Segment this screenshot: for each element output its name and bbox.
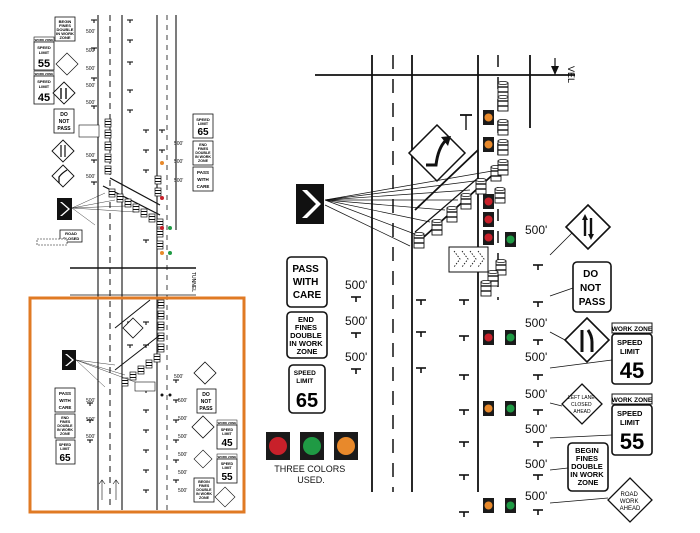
pass-with-care-sign: PASS WITH CARE: [287, 257, 327, 307]
signal-color-legend: THREE COLORS USED.: [266, 432, 358, 485]
amber-signal-icon: [483, 110, 494, 125]
svg-text:PASSWITHCARE: PASSWITHCARE: [197, 170, 210, 189]
svg-text:TUNNEL: TUNNEL: [190, 272, 196, 292]
svg-text:500': 500': [178, 416, 187, 422]
green-signal-icon: [300, 432, 324, 460]
vel-marker: VEL: [551, 58, 576, 83]
red-signal-icon: [483, 212, 494, 227]
lane-tick-marks: [351, 265, 543, 517]
svg-text:WORK ZONE: WORK ZONE: [218, 455, 237, 459]
svg-text:SPEEDLIMIT45: SPEEDLIMIT45: [37, 79, 51, 104]
svg-text:500': 500': [86, 174, 95, 180]
green-signal-icon: [505, 401, 516, 416]
speed-limit-65-sign: SPEED LIMIT 65: [289, 362, 325, 413]
overview-signals: [160, 161, 172, 397]
lane-ends-sign: [565, 318, 609, 362]
svg-text:WORK ZONE: WORK ZONE: [35, 72, 54, 76]
svg-text:WORK ZONE: WORK ZONE: [35, 38, 54, 42]
red-signal-icon: [483, 330, 494, 345]
svg-text:SPEEDLIMIT65: SPEEDLIMIT65: [196, 117, 210, 138]
left-lane-closed-sign: LEFT LANE CLOSED AHEAD: [562, 384, 602, 424]
green-signal-icon: [505, 498, 516, 513]
road-work-ahead-sign: ROAD WORK AHEAD: [608, 478, 652, 522]
overview-tick-marks: [87, 20, 179, 493]
distance-label: 500': [525, 223, 547, 237]
distance-label: 500': [525, 422, 547, 436]
amber-signal-icon: [483, 137, 494, 152]
svg-text:SPEEDLIMIT65: SPEEDLIMIT65: [59, 443, 72, 464]
curve-warning-sign: [409, 115, 472, 181]
amber-signal-icon: [483, 401, 494, 416]
distance-label: 500': [345, 278, 367, 292]
svg-text:500': 500': [86, 83, 95, 89]
distance-label: 500': [525, 457, 547, 471]
svg-text:PASS WITH CARE: PASS WITH CARE: [292, 264, 321, 301]
distance-label: 500': [525, 489, 547, 503]
svg-text:SPEED LIMIT 45: SPEED LIMIT 45: [617, 332, 647, 383]
arrow-board-icon: [449, 247, 488, 272]
red-signal-icon: [266, 432, 290, 460]
svg-text:WORK ZONE: WORK ZONE: [218, 421, 237, 425]
distance-label: 500': [345, 350, 367, 364]
do-not-pass-sign: DO NOT PASS: [573, 262, 611, 312]
legend-caption: THREE COLORS USED.: [274, 464, 348, 485]
green-signal-icon: [505, 232, 516, 247]
distance-label: 500': [525, 387, 547, 401]
highlight-frame: PASSWITHCARE ENDFINESDOUBLEIN WORKZONE S…: [30, 298, 244, 512]
svg-text:VEL: VEL: [566, 66, 576, 83]
distance-label: 500': [525, 350, 547, 364]
overview-drums: [105, 119, 164, 386]
amber-signal-icon: [334, 432, 358, 460]
svg-text:SPEEDLIMIT45: SPEEDLIMIT45: [221, 428, 234, 449]
speed-limit-55-sign: WORK ZONE SPEED LIMIT 55: [612, 394, 653, 455]
green-signal-icon: [505, 330, 516, 345]
svg-text:500': 500': [174, 159, 183, 165]
two-way-traffic-sign: [566, 205, 610, 249]
svg-text:500': 500': [86, 29, 95, 35]
distance-label: 500': [525, 316, 547, 330]
speed-limit-45-sign: WORK ZONE SPEED LIMIT 45: [612, 323, 653, 384]
svg-text:500': 500': [174, 141, 183, 147]
svg-text:500': 500': [178, 470, 187, 476]
svg-text:500': 500': [174, 374, 183, 380]
svg-text:500': 500': [178, 434, 187, 440]
svg-text:500': 500': [178, 488, 187, 494]
distance-labels: 500' 500' 500' 500' 500' 500' 500' 500' …: [345, 223, 547, 503]
svg-text:500': 500': [86, 66, 95, 72]
red-signal-icon: [483, 194, 494, 209]
svg-text:500': 500': [86, 48, 95, 54]
red-signal-icon: [483, 230, 494, 245]
svg-text:500': 500': [178, 452, 187, 458]
amber-signal-icon: [483, 498, 494, 513]
svg-text:500': 500': [86, 417, 95, 423]
svg-text:500': 500': [86, 153, 95, 159]
distance-label: 500': [345, 314, 367, 328]
svg-text:SPEED LIMIT 55: SPEED LIMIT 55: [617, 403, 647, 454]
svg-text:500': 500': [86, 100, 95, 106]
begin-fines-double-sign: BEGIN FINES DOUBLE IN WORK ZONE: [568, 443, 608, 491]
svg-text:SPEEDLIMIT55: SPEEDLIMIT55: [37, 45, 51, 70]
svg-text:ROAD WORK AHEA: ROAD WORK AHEAD: [620, 492, 641, 512]
svg-text:PASSWITHCARE: PASSWITHCARE: [59, 391, 72, 410]
svg-text:500': 500': [178, 398, 187, 404]
svg-text:500': 500': [86, 434, 95, 440]
end-fines-double-sign: END FINES DOUBLE IN WORK ZONE: [287, 312, 327, 358]
svg-text:SPEEDLIMIT55: SPEEDLIMIT55: [221, 462, 234, 483]
svg-text:500': 500': [86, 398, 95, 404]
svg-text:500': 500': [174, 178, 183, 184]
chevron-sign-icon: [296, 184, 324, 224]
